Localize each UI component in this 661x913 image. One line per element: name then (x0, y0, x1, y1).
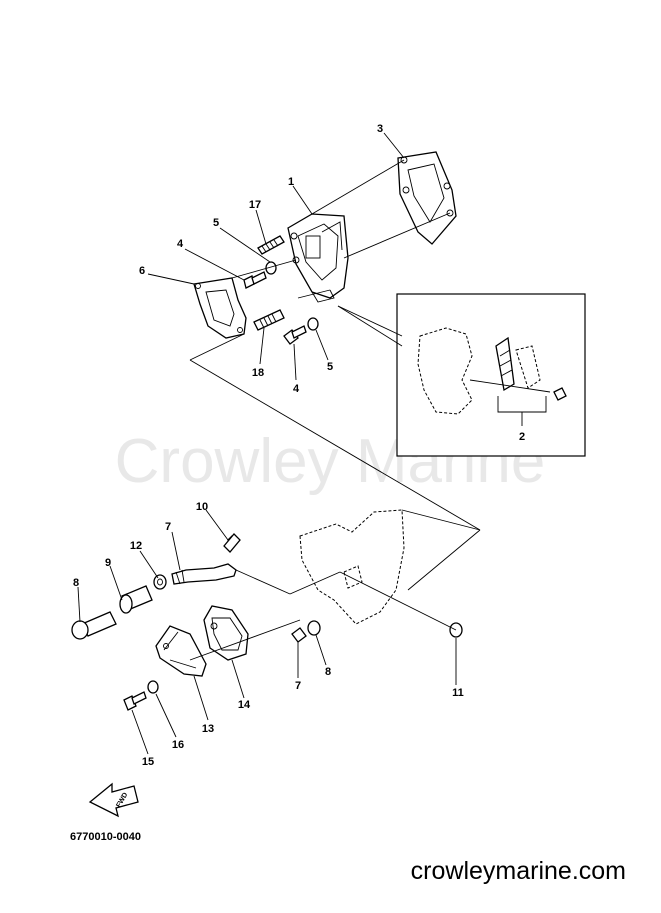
inset-reed-valve (337, 293, 586, 457)
knob-10 (71, 611, 117, 640)
alignment-lines-lower (189, 569, 457, 661)
callout-18: 16 (172, 739, 184, 751)
callout-7: 7 (295, 680, 301, 692)
washer-8 (307, 620, 321, 636)
callout-2: 2 (519, 431, 525, 443)
washer-5-lower (307, 317, 319, 331)
leader-lines (77, 132, 457, 755)
site-footer: crowleymarine.com (411, 857, 626, 885)
nut-14 (153, 574, 167, 590)
reed-valve-body-1 (287, 213, 349, 303)
callout-8: 8 (325, 666, 331, 678)
nut-7 (291, 627, 307, 643)
callout-12: 10 (196, 501, 208, 513)
diagram-code: 6770010-0040 (70, 831, 141, 843)
gasket-6 (193, 277, 247, 339)
clip-12 (223, 533, 241, 553)
screw-17 (123, 691, 147, 711)
callout-5-upper: 5 (213, 217, 219, 229)
cover-15 (155, 625, 207, 677)
crankcase-outline (299, 509, 481, 625)
callout-10: 8 (73, 577, 79, 589)
callouts: 3 1 17 5 4 6 18 4 5 2 10 7 12 9 8 7 8 11… (73, 123, 525, 768)
callout-9: 7 (165, 521, 171, 533)
callout-6: 6 (139, 265, 145, 277)
callout-5-lower: 5 (327, 361, 333, 373)
callout-17: 15 (142, 756, 154, 768)
stud-19 (257, 235, 285, 255)
gasket-3 (397, 151, 457, 245)
callout-14: 12 (130, 540, 142, 552)
fitting-11 (119, 585, 153, 614)
callout-19: 17 (249, 199, 261, 211)
callout-3: 3 (377, 123, 383, 135)
callout-16: 14 (238, 699, 251, 711)
bolt-4-lower (283, 325, 307, 345)
callout-15: 13 (202, 723, 214, 735)
callout-4-lower: 4 (293, 383, 300, 395)
washer-18 (147, 680, 159, 694)
cover-plate-16 (203, 605, 249, 661)
callout-20: 18 (252, 367, 264, 379)
alignment-lines-upper (189, 159, 481, 531)
callout-4-upper: 4 (177, 238, 184, 250)
callout-11: 9 (105, 557, 111, 569)
callout-1: 1 (288, 176, 294, 188)
stud-20 (253, 309, 285, 331)
bolt-4-upper (243, 271, 267, 289)
callout-13: 11 (452, 687, 464, 699)
fwd-arrow-icon: FWD (88, 782, 139, 818)
